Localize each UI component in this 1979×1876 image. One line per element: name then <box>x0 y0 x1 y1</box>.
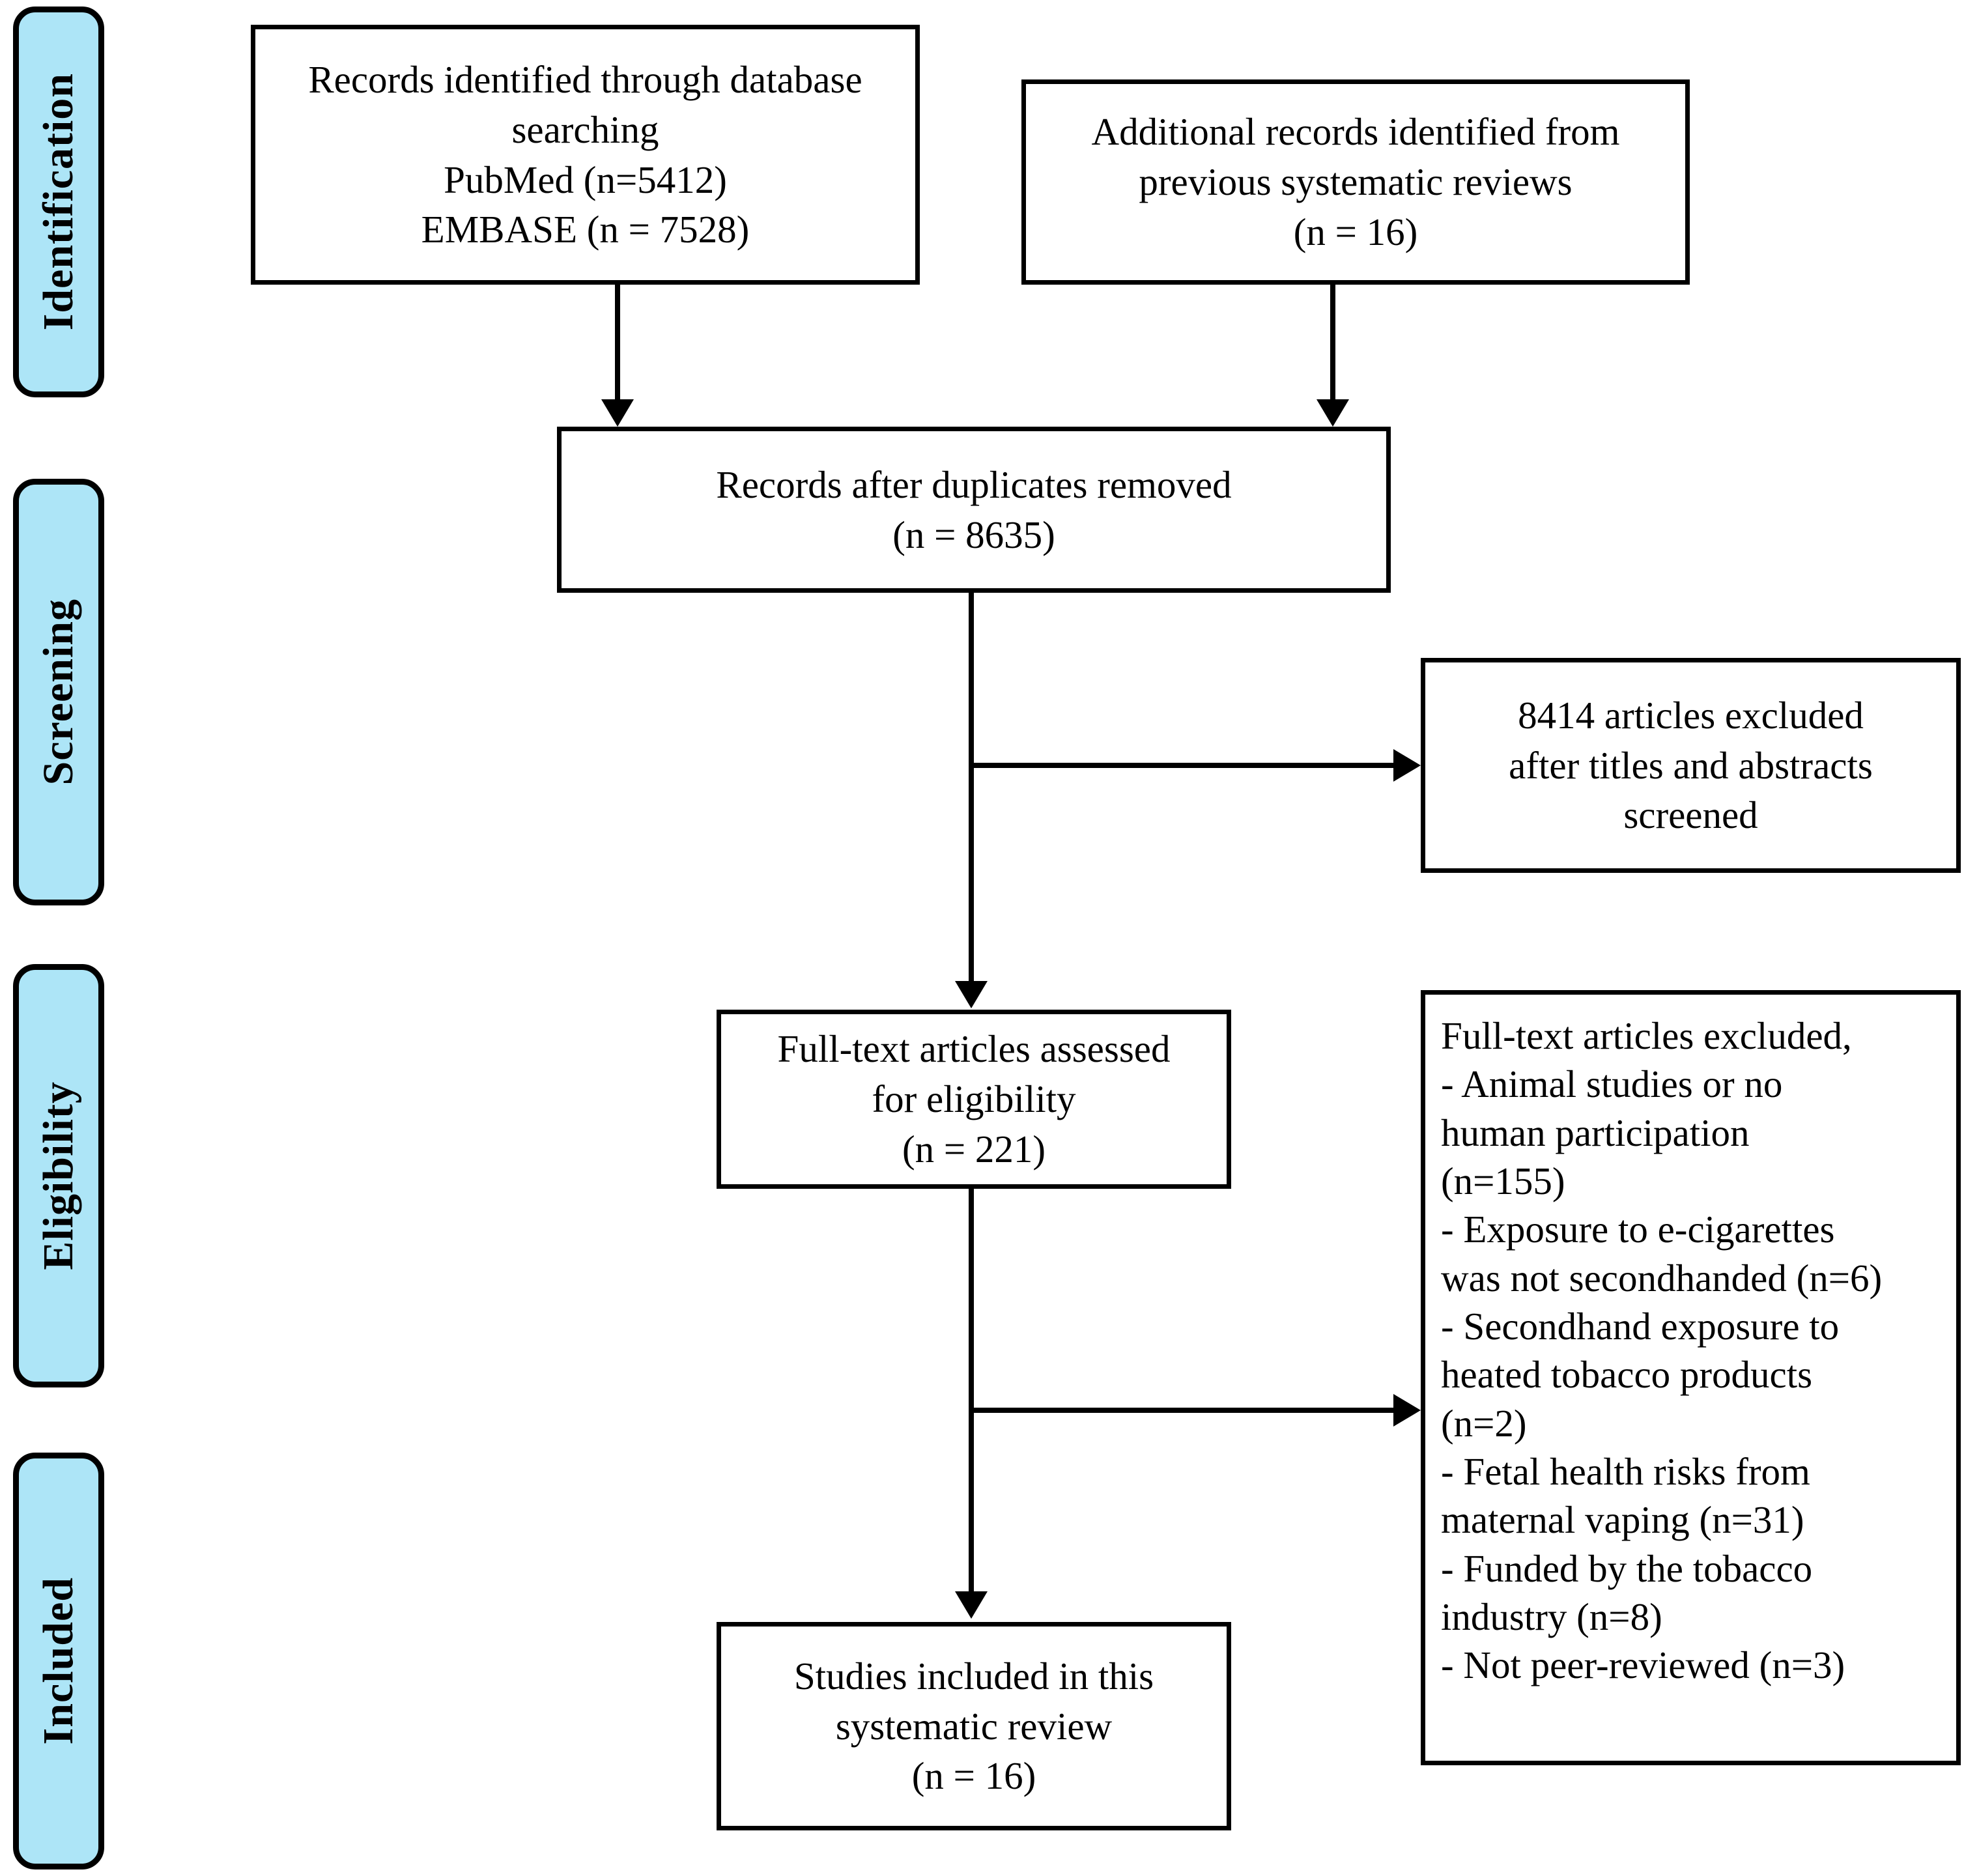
connector-duplicates-to-fulltext-arrow <box>955 981 988 1008</box>
connector-fulltext-excluded-arrow <box>1393 1394 1421 1427</box>
stage-label-eligibility: Eligibility <box>13 964 104 1387</box>
stage-label-identification: Identification <box>13 7 104 397</box>
stage-label-included: Included <box>13 1453 104 1869</box>
node-fulltext-excluded: Full-text articles excluded, - Animal st… <box>1421 990 1961 1765</box>
stage-label-identification-text: Identification <box>35 73 82 331</box>
connector-duplicates-to-fulltext-line <box>969 593 974 984</box>
node-studies-included: Studies included in this systematic revi… <box>717 1622 1231 1830</box>
connector-identified-to-duplicates-line <box>615 285 620 402</box>
stage-label-screening-text: Screening <box>35 599 82 786</box>
node-after-duplicates-text: Records after duplicates removed (n = 86… <box>716 462 1232 556</box>
node-after-duplicates: Records after duplicates removed (n = 86… <box>557 427 1391 593</box>
node-screening-excluded: 8414 articles excluded after titles and … <box>1421 658 1961 873</box>
connector-fulltext-excluded-line <box>969 1408 1395 1413</box>
node-additional-records: Additional records identified from previ… <box>1021 79 1690 285</box>
node-records-identified-text: Records identified through database sear… <box>308 58 862 251</box>
stage-label-screening: Screening <box>13 479 104 905</box>
node-records-identified: Records identified through database sear… <box>251 25 920 285</box>
connector-identified-to-duplicates-arrow <box>601 399 634 427</box>
stage-label-included-text: Included <box>35 1577 82 1745</box>
node-additional-records-text: Additional records identified from previ… <box>1091 110 1620 253</box>
connector-fulltext-to-included-line <box>969 1189 974 1593</box>
stage-label-eligibility-text: Eligibility <box>35 1081 82 1270</box>
node-studies-included-text: Studies included in this systematic revi… <box>793 1654 1154 1798</box>
connector-additional-to-duplicates-line <box>1330 285 1335 402</box>
connector-screening-excluded-line <box>969 763 1395 768</box>
node-screening-excluded-text: 8414 articles excluded after titles and … <box>1509 693 1873 837</box>
connector-fulltext-to-included-arrow <box>955 1591 988 1619</box>
node-fulltext-excluded-text: Full-text articles excluded, - Animal st… <box>1441 1014 1883 1687</box>
node-fulltext-assessed: Full-text articles assessed for eligibil… <box>717 1010 1231 1189</box>
connector-additional-to-duplicates-arrow <box>1317 399 1349 427</box>
node-fulltext-assessed-text: Full-text articles assessed for eligibil… <box>777 1027 1171 1171</box>
connector-screening-excluded-arrow <box>1393 749 1421 782</box>
